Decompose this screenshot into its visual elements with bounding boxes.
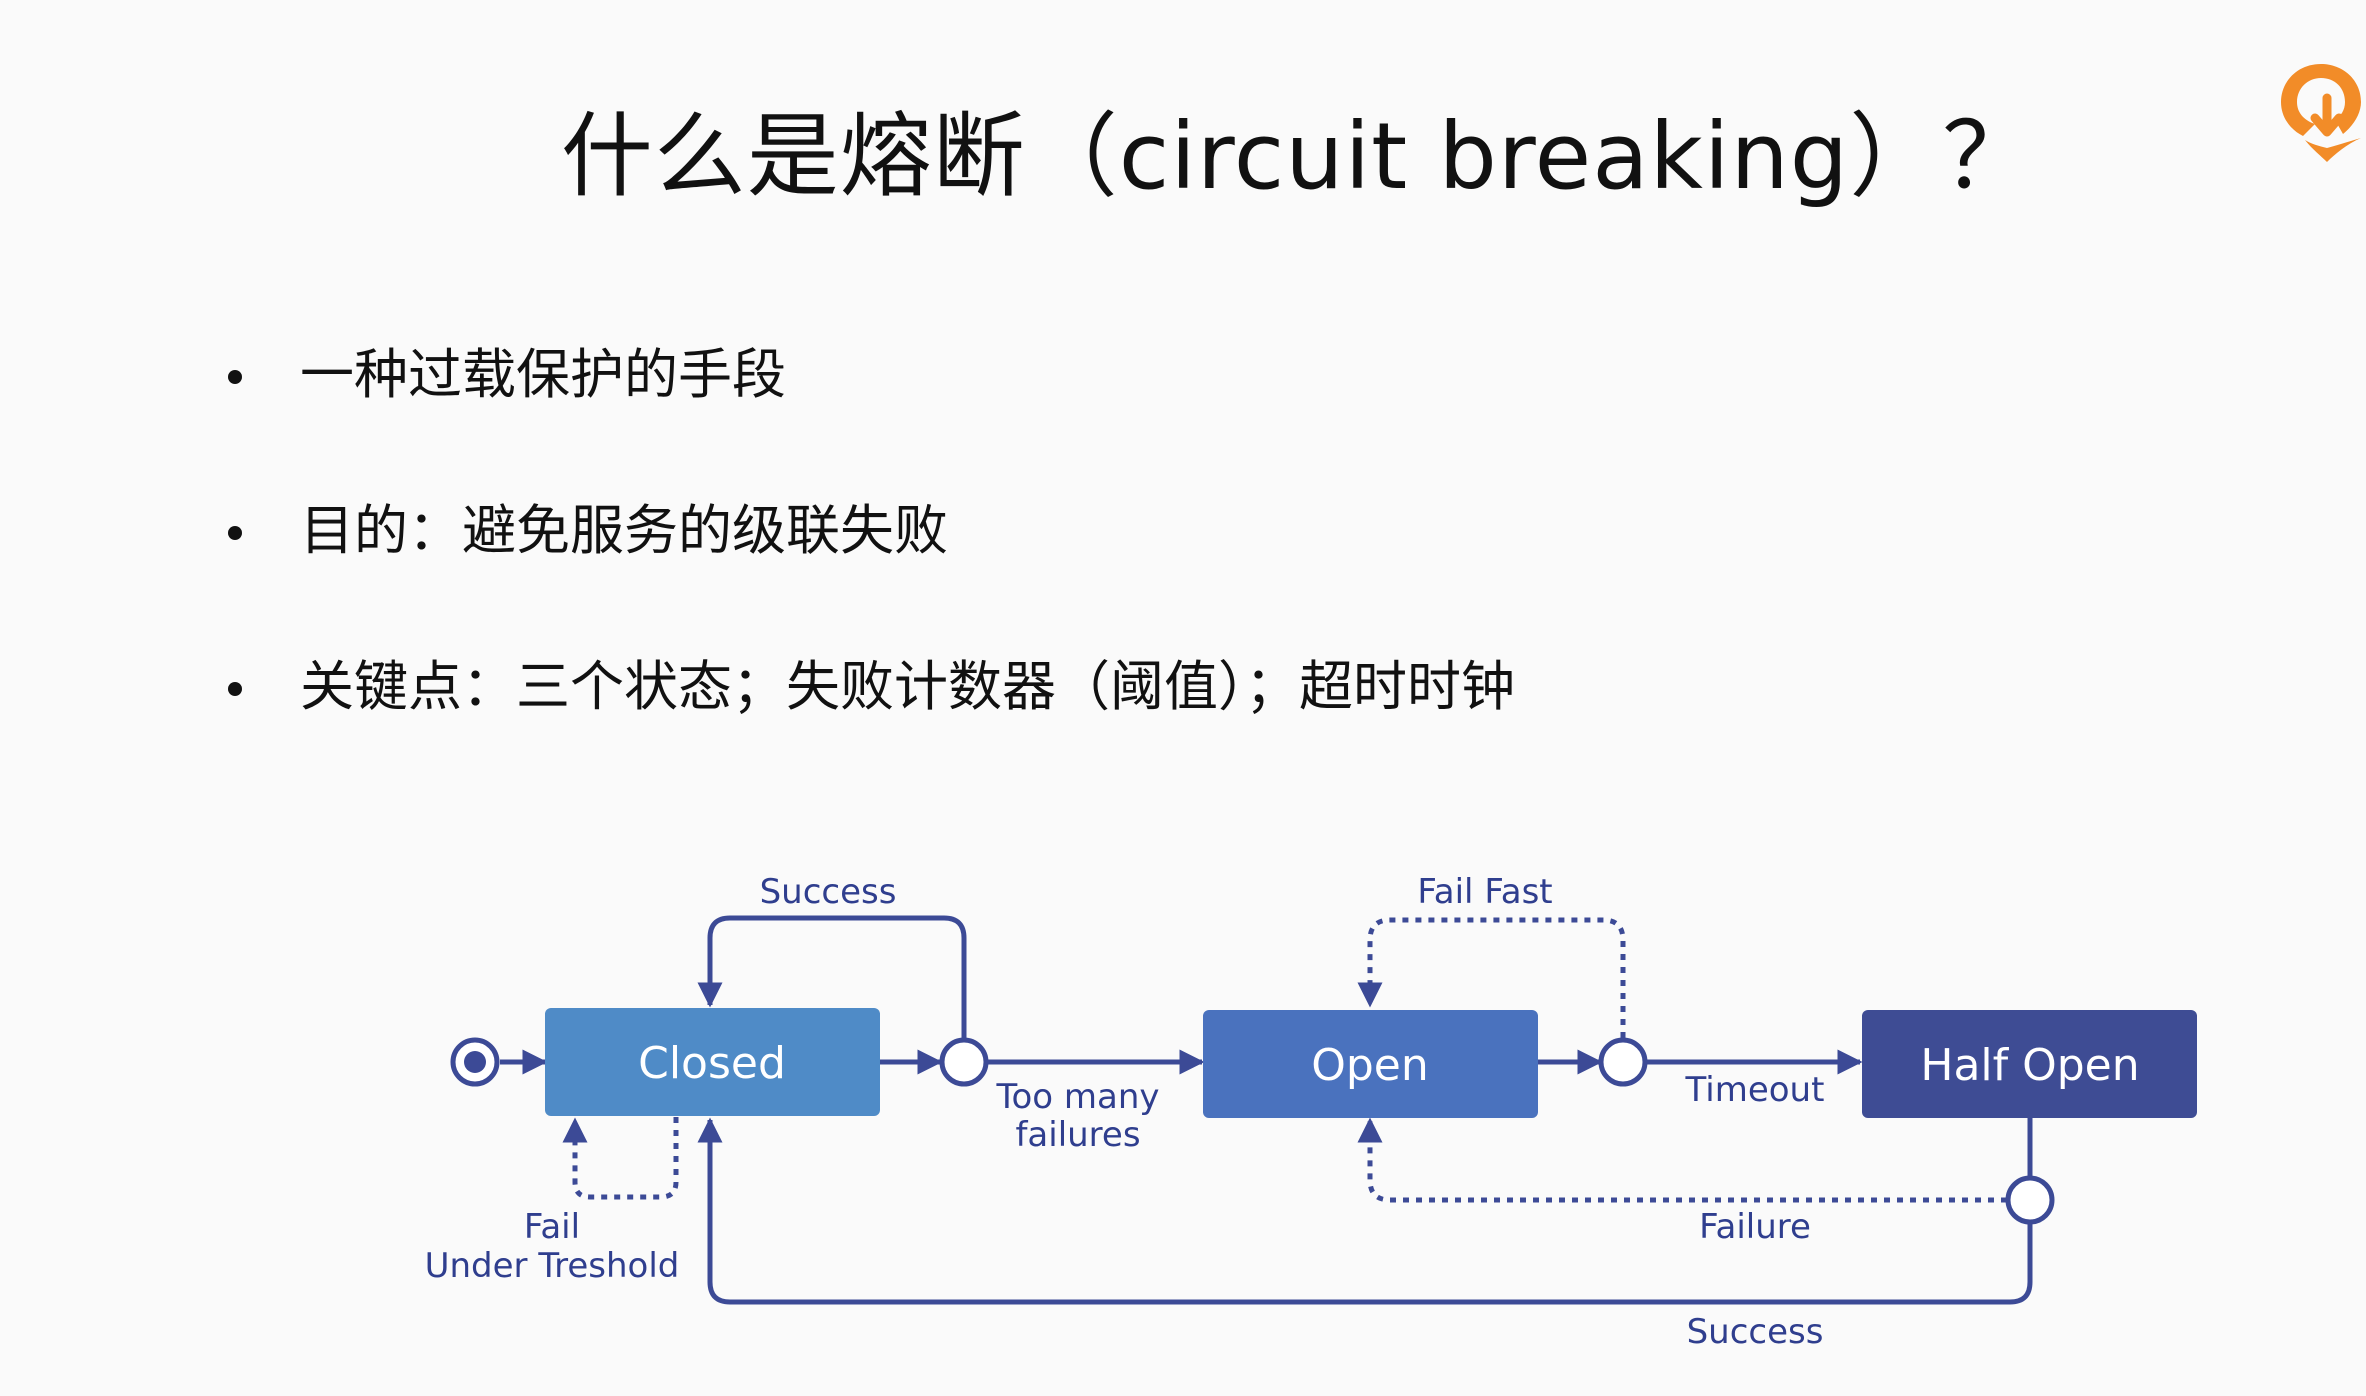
edge-half-open-success	[697, 1117, 2033, 1305]
edge-closed-success-loop	[697, 915, 967, 1038]
label-fail-fast: Fail Fast	[1417, 872, 1552, 912]
label-closed-success: Success	[760, 872, 897, 912]
bullet-dot	[228, 526, 242, 540]
label-fail-line2: Under Treshold	[425, 1246, 680, 1286]
label-failure: Failure	[1699, 1207, 1811, 1247]
initial-state-dot	[464, 1051, 486, 1073]
bullet-text: 目的：避免服务的级联失败	[300, 499, 948, 562]
bullet-dot	[228, 370, 242, 384]
state-open-label: Open	[1311, 1040, 1429, 1091]
edge-half-open-failure	[1357, 1117, 2007, 1203]
junction-half-open	[2005, 1175, 2055, 1225]
edge-closed-fail-loop	[562, 1117, 679, 1200]
state-half-open-label: Half Open	[1920, 1040, 2139, 1091]
state-half-open-box	[1862, 1010, 2197, 1118]
orange-download-logo-icon	[2281, 64, 2361, 162]
bullet-text: 一种过载保护的手段	[300, 343, 786, 406]
label-too-many-failures-line2: failures	[1015, 1115, 1140, 1155]
edge-open-fail-fast-loop	[1357, 917, 1626, 1038]
bullet-dot	[228, 682, 242, 696]
junction-closed	[939, 1037, 989, 1087]
slide-title-text: 什么是熔断（circuit breaking）？	[560, 103, 2036, 210]
state-closed-label: Closed	[638, 1038, 786, 1089]
state-open-box	[1203, 1010, 1538, 1118]
bullet-text: 关键点：三个状态；失败计数器（阈值）；超时时钟	[300, 655, 1515, 718]
label-too-many-failures-line1: Too many	[995, 1077, 1159, 1117]
junction-open	[1598, 1037, 1648, 1087]
label-timeout: Timeout	[1685, 1070, 1825, 1110]
state-closed-box	[545, 1008, 880, 1116]
label-half-open-success: Success	[1687, 1312, 1824, 1352]
label-fail-line1: Fail	[524, 1207, 580, 1247]
slide-title: 什么是熔断（circuit breaking）？	[0, 82, 2366, 215]
